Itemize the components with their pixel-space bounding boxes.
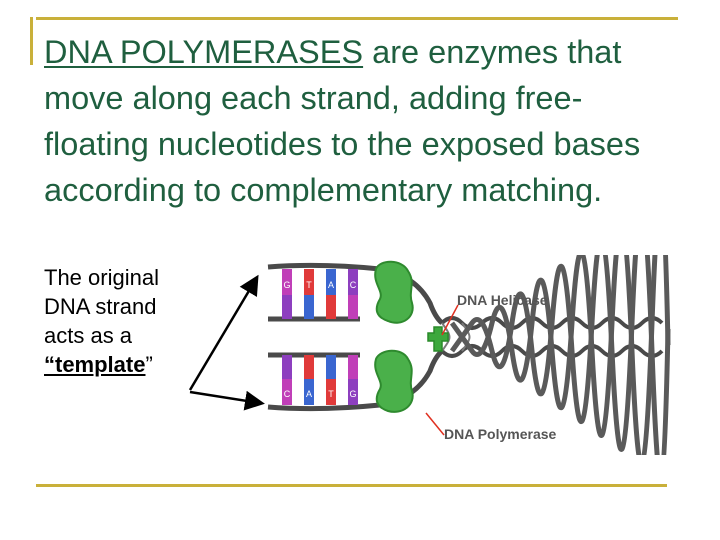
polymerase-enzyme-top — [374, 260, 414, 324]
heading-rest: are enzymes that move along each strand,… — [44, 34, 641, 208]
polymerase-label: DNA Polymerase — [444, 426, 557, 442]
arrow-to-bottom-strand — [189, 390, 265, 411]
frame-bottom-rule — [36, 484, 667, 487]
helicase-label: DNA Helicase — [457, 292, 548, 308]
arrow-to-top-strand — [188, 274, 259, 391]
parent-double-helix — [440, 255, 671, 455]
caption-line-2: DNA strand — [44, 294, 157, 319]
caption-line-4: “template” — [44, 350, 244, 379]
top-base-1: G — [283, 280, 290, 290]
polymerase-enzyme-bottom — [374, 349, 414, 413]
bottom-base-1: C — [284, 389, 291, 399]
bottom-base-3: T — [328, 389, 334, 399]
bottom-base-4: G — [349, 389, 356, 399]
dna-replication-diagram: G T A C C A T G DNA Helicase DNA Polymer… — [188, 255, 671, 455]
caption-line-3: acts as a — [44, 323, 133, 348]
polymerase-pointer — [425, 412, 445, 436]
bottom-base-pairs: C A T G — [282, 355, 358, 405]
top-base-4: C — [350, 280, 357, 290]
template-word: template — [55, 352, 146, 377]
frame-top-rule — [36, 17, 678, 20]
close-quote: ” — [145, 352, 153, 377]
top-base-2: T — [306, 280, 312, 290]
open-quote: “ — [44, 352, 55, 377]
slide-heading: DNA POLYMERASES are enzymes that move al… — [44, 29, 684, 213]
helicase-pointer — [441, 304, 459, 336]
template-caption: The original DNA strand acts as a “templ… — [44, 263, 244, 379]
caption-line-1: The original — [44, 265, 159, 290]
top-base-pairs: G T A C — [282, 269, 358, 319]
bottom-base-2: A — [306, 389, 312, 399]
frame-left-rule — [30, 17, 33, 65]
top-base-3: A — [328, 280, 334, 290]
heading-term: DNA POLYMERASES — [44, 34, 364, 70]
